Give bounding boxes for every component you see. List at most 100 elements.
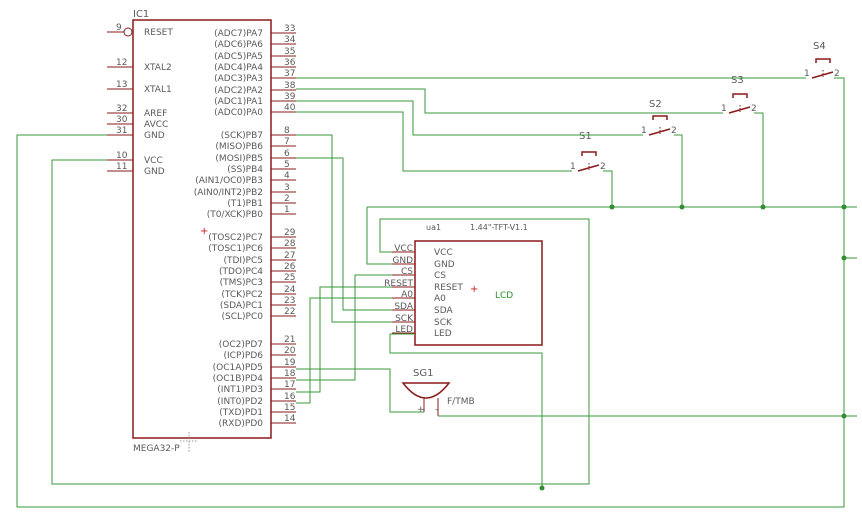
ic1-pin-number: 13 (116, 80, 127, 90)
ic1-pin-name: (TOSC1)PC6 (208, 244, 263, 254)
ic1-pin-name: (TXD)PD1 (219, 408, 263, 418)
ic1-pin-number: 6 (284, 149, 290, 159)
lcd-pin-inside-label: GND (434, 260, 455, 270)
ic1-pin-number: 23 (284, 296, 295, 306)
switch-pin2-label: 2 (600, 162, 606, 172)
junction-dot (841, 255, 847, 261)
junction-dot (679, 204, 685, 210)
ic1-pin-name: AREF (144, 109, 167, 119)
switch-actuator (732, 93, 748, 98)
junctions (539, 204, 847, 491)
ic1-pin-name: (ADC6)PA6 (214, 40, 263, 50)
ic1-pin-number: 34 (284, 35, 296, 45)
ic1-pin-number: 30 (116, 115, 128, 125)
switch-actuator (581, 151, 597, 156)
lcd-value: LCD (495, 291, 513, 301)
lcd-pin-inside-label: LED (434, 329, 452, 339)
ic1-pin-number: 40 (284, 103, 296, 113)
ic1-pin-name: (T1)PB1 (227, 199, 263, 209)
ic1-pin-number: 32 (116, 104, 127, 114)
ic1-pin-number: 5 (284, 160, 290, 170)
ic1-pin-name: XTAL1 (144, 85, 172, 95)
ic1-pin-name: (ADC4)PA4 (214, 63, 263, 73)
buzzer-value: F/TMB (447, 397, 475, 407)
ic1-pin-name: (ICP)PD6 (224, 351, 264, 361)
junction-dot (841, 413, 847, 419)
ic1-pin-name: (T0/XCK)PB0 (207, 210, 264, 220)
switch-pin2-label: 2 (671, 126, 677, 136)
switch-ref: S2 (649, 99, 662, 110)
ic1-pin-number: 2 (284, 194, 290, 204)
switch-pin2-label: 2 (751, 104, 757, 114)
ic1-pin-number: 33 (284, 24, 295, 34)
ic1-pin-name: (ADC2)PA2 (214, 86, 263, 96)
switch-contact (811, 71, 834, 79)
buzzer-minus-label: - (435, 405, 438, 415)
ic1-pin-number: 17 (284, 380, 295, 390)
ic1-pin-number: 31 (116, 126, 127, 136)
ic1-pin-number: 19 (284, 358, 296, 368)
ic1-name-crosshair (180, 432, 198, 452)
switch-ref: S4 (813, 41, 826, 52)
ic1-pin-name: (RXD)PD0 (219, 419, 264, 429)
buzzer-ref: SG1 (413, 368, 433, 379)
wire-s1-gnd (603, 170, 613, 207)
ic1-pin-name: (SCL)PC0 (222, 312, 264, 322)
buzzer-plus-label: + (417, 405, 425, 415)
ic1-pin-number: 1 (284, 205, 290, 215)
wires (16, 77, 857, 508)
ic1-pin-number: 7 (284, 137, 290, 147)
ic1-pin-number: 14 (284, 414, 296, 424)
ic1-pin-number: 24 (284, 285, 296, 295)
switch-contact (577, 164, 600, 172)
ic1-origin-mark: + (200, 226, 208, 237)
switch-ref: S1 (579, 131, 592, 142)
switch-pin2-label: 2 (834, 69, 840, 79)
wire-pa2-s3 (296, 88, 723, 114)
switch-s1: S1 1 2 (570, 131, 606, 172)
ic1-pin-name: (ADC1)PA1 (214, 97, 263, 107)
ic1-pin-name: (OC2)PD7 (219, 340, 263, 350)
ic1-pin-name: (TCK)PC2 (221, 290, 263, 300)
ic1-pin-number: 27 (284, 251, 295, 261)
lcd-pin-outside-label: GND (392, 256, 413, 266)
ic1-pin-number: 38 (284, 81, 296, 91)
junction-dot (609, 204, 615, 210)
ic1-pin-name: RESET (144, 28, 173, 38)
lcd-pin-inside-label: CS (434, 271, 446, 281)
lcd-pin-inside-label: SDA (434, 306, 453, 316)
ic1-pin-number: 20 (284, 346, 296, 356)
ic1-pin-name: (SCK)PB7 (221, 131, 263, 141)
ic1-pin-name: AVCC (144, 120, 168, 130)
ic1-pin-number: 8 (284, 126, 290, 136)
ic1-pin-name: XTAL2 (144, 63, 172, 73)
wire-pa1-s2 (296, 100, 643, 136)
lcd-body (414, 240, 543, 346)
ic1-pin-number: 15 (284, 403, 295, 413)
lcd-origin-mark: + (470, 284, 478, 295)
lcd-ref: ua1 (426, 223, 441, 232)
wire-reset (296, 286, 392, 393)
ic1-right-pins: 33(ADC7)PA734(ADC6)PA635(ADC5)PA536(ADC4… (194, 24, 296, 429)
reset-inverter-circle (123, 27, 133, 37)
wire-cs (296, 274, 392, 381)
ic1-ref: IC1 (133, 9, 149, 20)
ic1-pin-name: (OC1B)PD4 (213, 374, 264, 384)
switch-pin1-label: 1 (570, 162, 576, 172)
ic1-pin-name: (AIN1/OC0)PB3 (195, 176, 263, 186)
ic1-pin-number: 4 (284, 171, 290, 181)
junction-dot (539, 485, 545, 491)
lcd-pin-inside-label: SCK (434, 318, 453, 328)
ic1-pin-name: (ADC0)PA0 (214, 108, 263, 118)
lcd-pin-outside-label: LED (395, 325, 413, 335)
ic1-pin-name: (TMS)PC3 (220, 278, 263, 288)
ic1-pin-number: 11 (116, 162, 127, 172)
wire-pa0-s1 (296, 111, 572, 172)
ic1-pin-name: (ADC7)PA7 (214, 29, 263, 39)
ic1-pin-name: (MOSI)PB5 (215, 154, 263, 164)
